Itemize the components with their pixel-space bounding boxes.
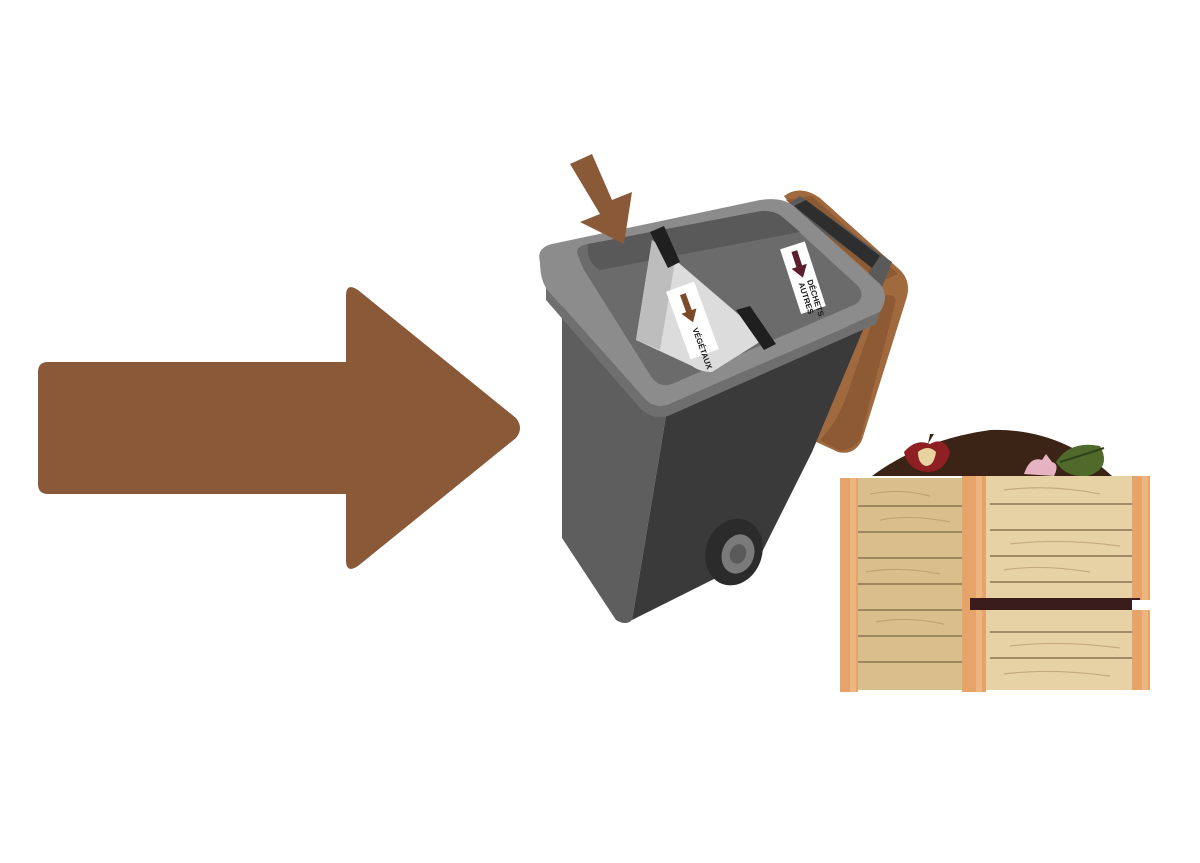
eggshell-icon xyxy=(1024,454,1057,476)
crate-band xyxy=(970,598,1140,610)
compost-crate xyxy=(840,429,1150,692)
crate-post xyxy=(962,476,986,692)
sticker-arrow-icon xyxy=(679,293,697,323)
small-arrow-icon xyxy=(570,154,632,244)
bin-wheel xyxy=(705,518,763,586)
leaf-icon xyxy=(1056,444,1105,477)
large-arrow-icon xyxy=(38,287,520,569)
sticker-arrow-icon xyxy=(791,250,807,278)
apple-core-icon xyxy=(904,434,950,472)
waste-bin: VÉGÉTAUX AUTRES DÉCHETS xyxy=(539,154,908,623)
